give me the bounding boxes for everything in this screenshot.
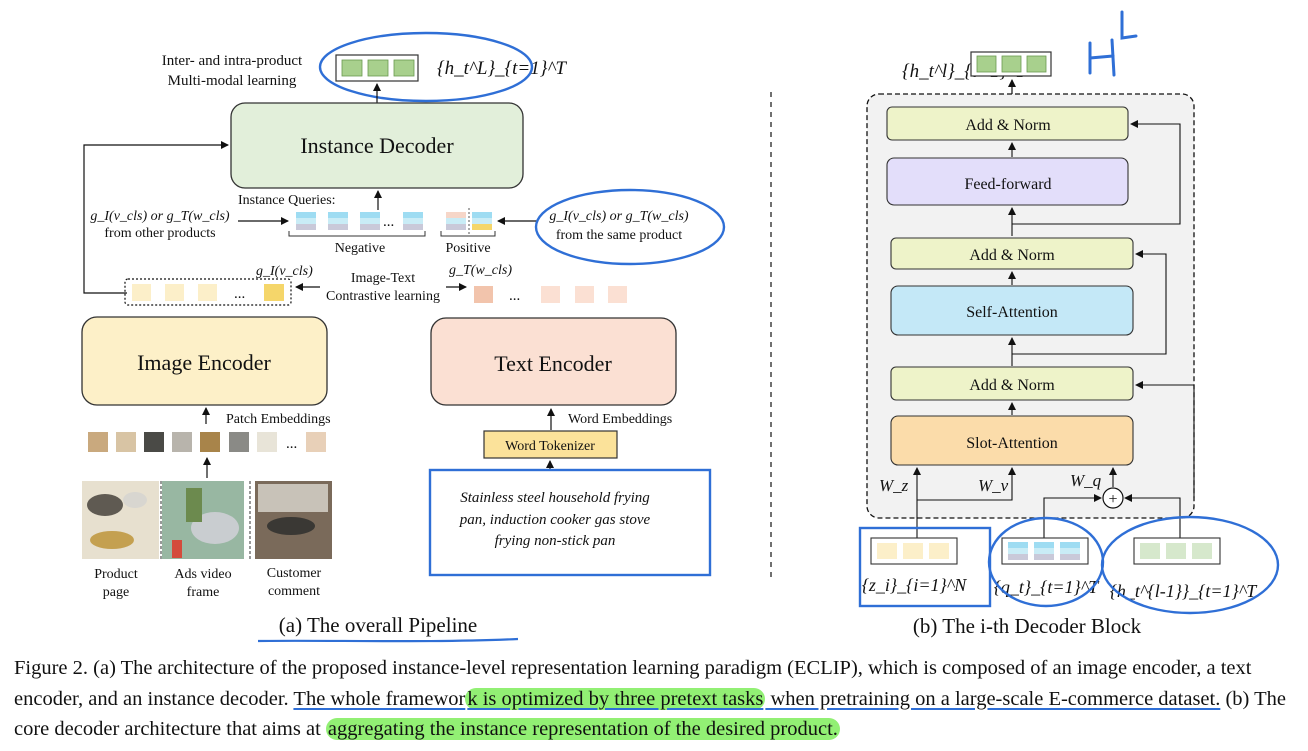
text-features-ellipsis: ... bbox=[509, 288, 520, 304]
annotation-circle-h bbox=[1100, 515, 1280, 615]
source-3-label-b: comment bbox=[268, 584, 320, 599]
feed-forward-box bbox=[886, 157, 1129, 206]
other-products-formula: g_I(v_cls) or g_T(w_cls) bbox=[90, 209, 230, 224]
figure-caption: Figure 2. (a) The architecture of the pr… bbox=[14, 653, 1304, 745]
input-text-line-1: Stainless steel household frying bbox=[460, 490, 650, 506]
caption-part-5: (b) The core decoder architecture that a… bbox=[14, 687, 1286, 741]
other-products-text: from other products bbox=[104, 226, 215, 241]
caption-part-1: Figure 2. (a) The architecture of the pr… bbox=[14, 657, 1252, 710]
add-operator bbox=[1102, 487, 1124, 509]
negative-queries: ... bbox=[296, 212, 423, 230]
input-z-label: {z_i}_{i=1}^N bbox=[862, 575, 968, 595]
add-norm-top-label: Add & Norm bbox=[965, 117, 1051, 134]
source-images bbox=[82, 481, 332, 559]
output-label: {h_t^L}_{t=1}^T bbox=[437, 58, 567, 79]
caption-part-4: when pretraining on a large-scale E-comm… bbox=[765, 687, 1221, 710]
same-product-text: from the same product bbox=[556, 228, 682, 243]
w-v-label: W_v bbox=[978, 476, 1009, 495]
w-q-label: W_q bbox=[1070, 471, 1102, 490]
image-encoder-box bbox=[81, 316, 328, 406]
subcaption-b: (b) The i-th Decoder Block bbox=[913, 614, 1142, 638]
patch-embeddings-label: Patch Embeddings bbox=[226, 412, 331, 427]
caption-part-6: aggregating the instance representation … bbox=[325, 718, 840, 740]
word-tokenizer-label: Word Tokenizer bbox=[505, 439, 595, 454]
contrastive-label-1: Image-Text bbox=[351, 271, 415, 286]
image-features-ellipsis: ... bbox=[234, 286, 245, 302]
self-attention-box bbox=[890, 285, 1134, 336]
handwritten-annotation bbox=[1088, 10, 1138, 77]
slot-attention-box bbox=[890, 415, 1134, 466]
input-text-box bbox=[428, 468, 712, 577]
patch-ellipsis: ... bbox=[286, 436, 297, 452]
negative-label: Negative bbox=[335, 241, 386, 256]
image-features-box bbox=[124, 278, 292, 306]
positive-label: Positive bbox=[445, 241, 490, 256]
add-norm-bottom bbox=[890, 366, 1134, 401]
negative-ellipsis: ... bbox=[383, 214, 394, 230]
add-norm-middle-label: Add & Norm bbox=[969, 247, 1055, 264]
text-encoder-label: Text Encoder bbox=[494, 351, 612, 376]
g-t-label: g_T(w_cls) bbox=[449, 263, 512, 278]
input-text-line-2: pan, induction cooker gas stove bbox=[459, 512, 651, 528]
text-encoder-box bbox=[430, 317, 677, 406]
w-z-label: W_z bbox=[879, 476, 909, 495]
add-norm-bottom-label: Add & Norm bbox=[969, 377, 1055, 394]
annotation-circle-output bbox=[318, 31, 534, 103]
self-attention-label: Self-Attention bbox=[966, 304, 1058, 321]
patch-thumbnails: ... bbox=[88, 432, 326, 452]
caption-part-3: k is optimized by three pretext tasks bbox=[465, 687, 766, 710]
instance-queries-label: Instance Queries: bbox=[238, 193, 336, 208]
word-tokenizer-box bbox=[483, 430, 618, 459]
instance-decoder-label: Instance Decoder bbox=[300, 133, 454, 158]
annotation-circle-same-product bbox=[534, 188, 726, 266]
slot-attention-label: Slot-Attention bbox=[966, 435, 1058, 452]
learning-label-2: Multi-modal learning bbox=[168, 73, 297, 89]
figure-canvas: {h_t^L}_{t=1}^T Inter- and intra-product… bbox=[81, 10, 1280, 643]
input-q-label: {q_t}_{t=1}^T bbox=[994, 577, 1101, 597]
subcaption-a: (a) The overall Pipeline bbox=[279, 613, 477, 637]
source-3-label-a: Customer bbox=[267, 566, 322, 581]
learning-label-1: Inter- and intra-product bbox=[162, 53, 303, 69]
word-embeddings-label: Word Embeddings bbox=[568, 412, 672, 427]
contrastive-label-2: Contrastive learning bbox=[326, 289, 440, 304]
add-norm-middle bbox=[890, 237, 1134, 270]
source-2-label-a: Ads video bbox=[174, 567, 231, 582]
instance-decoder-box bbox=[230, 102, 524, 189]
same-product-formula: g_I(v_cls) or g_T(w_cls) bbox=[549, 209, 689, 224]
decoder-block-panel: {h_t^l}_{t=1}^T Add & Norm Feed-forward … bbox=[858, 10, 1280, 638]
input-text-line-3: frying non-stick pan bbox=[495, 533, 616, 549]
feed-forward-label: Feed-forward bbox=[964, 176, 1051, 193]
pipeline-panel: {h_t^L}_{t=1}^T Inter- and intra-product… bbox=[81, 31, 726, 643]
g-i-label: g_I(v_cls) bbox=[256, 264, 313, 279]
positive-queries bbox=[446, 208, 492, 234]
input-h-label: {h_t^{l-1}}_{t=1}^T bbox=[1110, 581, 1259, 601]
caption-part-2: The whole framewor bbox=[293, 687, 466, 710]
image-encoder-label: Image Encoder bbox=[137, 350, 271, 375]
add-norm-top bbox=[886, 106, 1129, 141]
source-2-label-b: frame bbox=[187, 585, 220, 600]
add-operator-symbol: + bbox=[1108, 491, 1117, 508]
source-1-label-a: Product bbox=[94, 567, 138, 582]
source-1-label-b: page bbox=[103, 585, 129, 600]
